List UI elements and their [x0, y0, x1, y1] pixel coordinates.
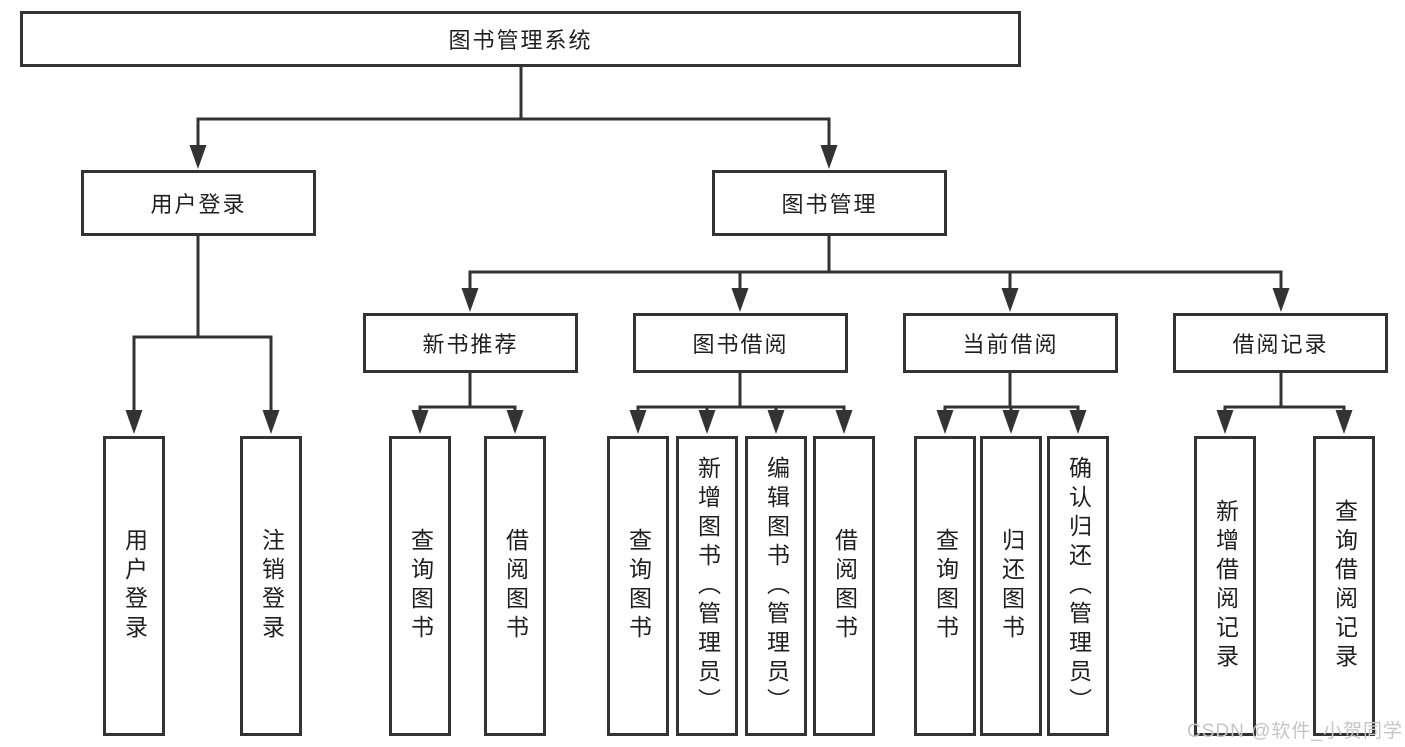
leaf-return-book-label: 归还图书	[998, 528, 1025, 644]
connector-current-borrow-split	[943, 373, 1080, 416]
leaf-add-book-admin: 新增图书（管理员）	[676, 436, 738, 736]
arrowhead	[835, 410, 853, 434]
node-new-book-recommend-label: 新书推荐	[422, 332, 519, 357]
leaf-user-login-label: 用户登录	[121, 528, 148, 644]
leaf-return-book: 归还图书	[980, 436, 1042, 736]
leaf-borrow-book: 借阅图书	[813, 436, 875, 736]
arrowhead	[1272, 288, 1290, 312]
leaf-edit-book-admin-label: 编辑图书（管理员）	[763, 455, 790, 717]
arrowhead	[461, 288, 479, 312]
node-book-management-label: 图书管理	[781, 192, 878, 217]
node-book-borrow-label: 图书借阅	[692, 332, 789, 357]
arrowhead	[411, 410, 429, 434]
leaf-query-borrow-record: 查询借阅记录	[1313, 436, 1375, 736]
arrowhead	[767, 410, 785, 434]
leaf-add-book-admin-label: 新增图书（管理员）	[694, 455, 721, 717]
node-root-label: 图书管理系统	[448, 28, 593, 53]
node-current-borrow: 当前借阅	[903, 313, 1118, 373]
connector-borrow-record-split	[1223, 373, 1346, 416]
arrowhead	[698, 410, 716, 434]
leaf-add-borrow-record-label: 新增借阅记录	[1212, 499, 1239, 673]
leaf-query-borrow-record-label: 查询借阅记录	[1331, 499, 1358, 673]
node-borrow-record: 借阅记录	[1173, 313, 1388, 373]
leaf-logout: 注销登录	[240, 436, 302, 736]
leaf-current-query-book: 查询图书	[914, 436, 976, 736]
connector-user-login-split	[132, 236, 273, 416]
arrowhead	[506, 410, 524, 434]
node-book-borrow: 图书借阅	[633, 313, 848, 373]
arrowhead	[1001, 288, 1019, 312]
leaf-logout-label: 注销登录	[258, 528, 285, 644]
leaf-borrow-book-label: 借阅图书	[831, 528, 858, 644]
arrowhead	[262, 410, 280, 434]
connector-root-split	[196, 67, 831, 150]
leaf-add-borrow-record: 新增借阅记录	[1194, 436, 1256, 736]
leaf-newrec-borrow-book: 借阅图书	[484, 436, 546, 736]
node-user-login: 用户登录	[81, 170, 316, 236]
leaf-newrec-borrow-book-label: 借阅图书	[502, 528, 529, 644]
connector-book-management-split	[468, 236, 1283, 294]
watermark: CSDN @软件_小贺同学	[1187, 721, 1403, 742]
leaf-newrec-query-book: 查询图书	[389, 436, 451, 736]
arrowheads	[125, 145, 1353, 434]
node-book-management: 图书管理	[712, 170, 947, 236]
connector-new-book-split	[418, 373, 517, 416]
arrowhead	[936, 410, 954, 434]
leaf-newrec-query-book-label: 查询图书	[407, 528, 434, 644]
node-root: 图书管理系统	[20, 11, 1021, 67]
arrowhead	[125, 410, 143, 434]
node-new-book-recommend: 新书推荐	[363, 313, 578, 373]
leaf-current-query-book-label: 查询图书	[932, 528, 959, 644]
leaf-confirm-return-admin-label: 确认归还（管理员）	[1065, 455, 1092, 717]
leaf-confirm-return-admin: 确认归还（管理员）	[1047, 436, 1109, 736]
leaf-edit-book-admin: 编辑图书（管理员）	[745, 436, 807, 736]
node-current-borrow-label: 当前借阅	[962, 332, 1059, 357]
leaf-borrow-query-book: 查询图书	[607, 436, 669, 736]
arrowhead	[1002, 410, 1020, 434]
node-user-login-label: 用户登录	[150, 192, 247, 217]
arrowhead	[189, 145, 207, 169]
arrowhead	[1069, 410, 1087, 434]
arrowhead	[629, 410, 647, 434]
arrowhead	[1335, 410, 1353, 434]
node-borrow-record-label: 借阅记录	[1232, 332, 1329, 357]
arrowhead	[731, 288, 749, 312]
leaf-user-login: 用户登录	[103, 436, 165, 736]
arrowhead	[820, 145, 838, 169]
arrowhead	[1216, 410, 1234, 434]
leaf-borrow-query-book-label: 查询图书	[625, 528, 652, 644]
connector-book-borrow-split	[636, 373, 846, 416]
